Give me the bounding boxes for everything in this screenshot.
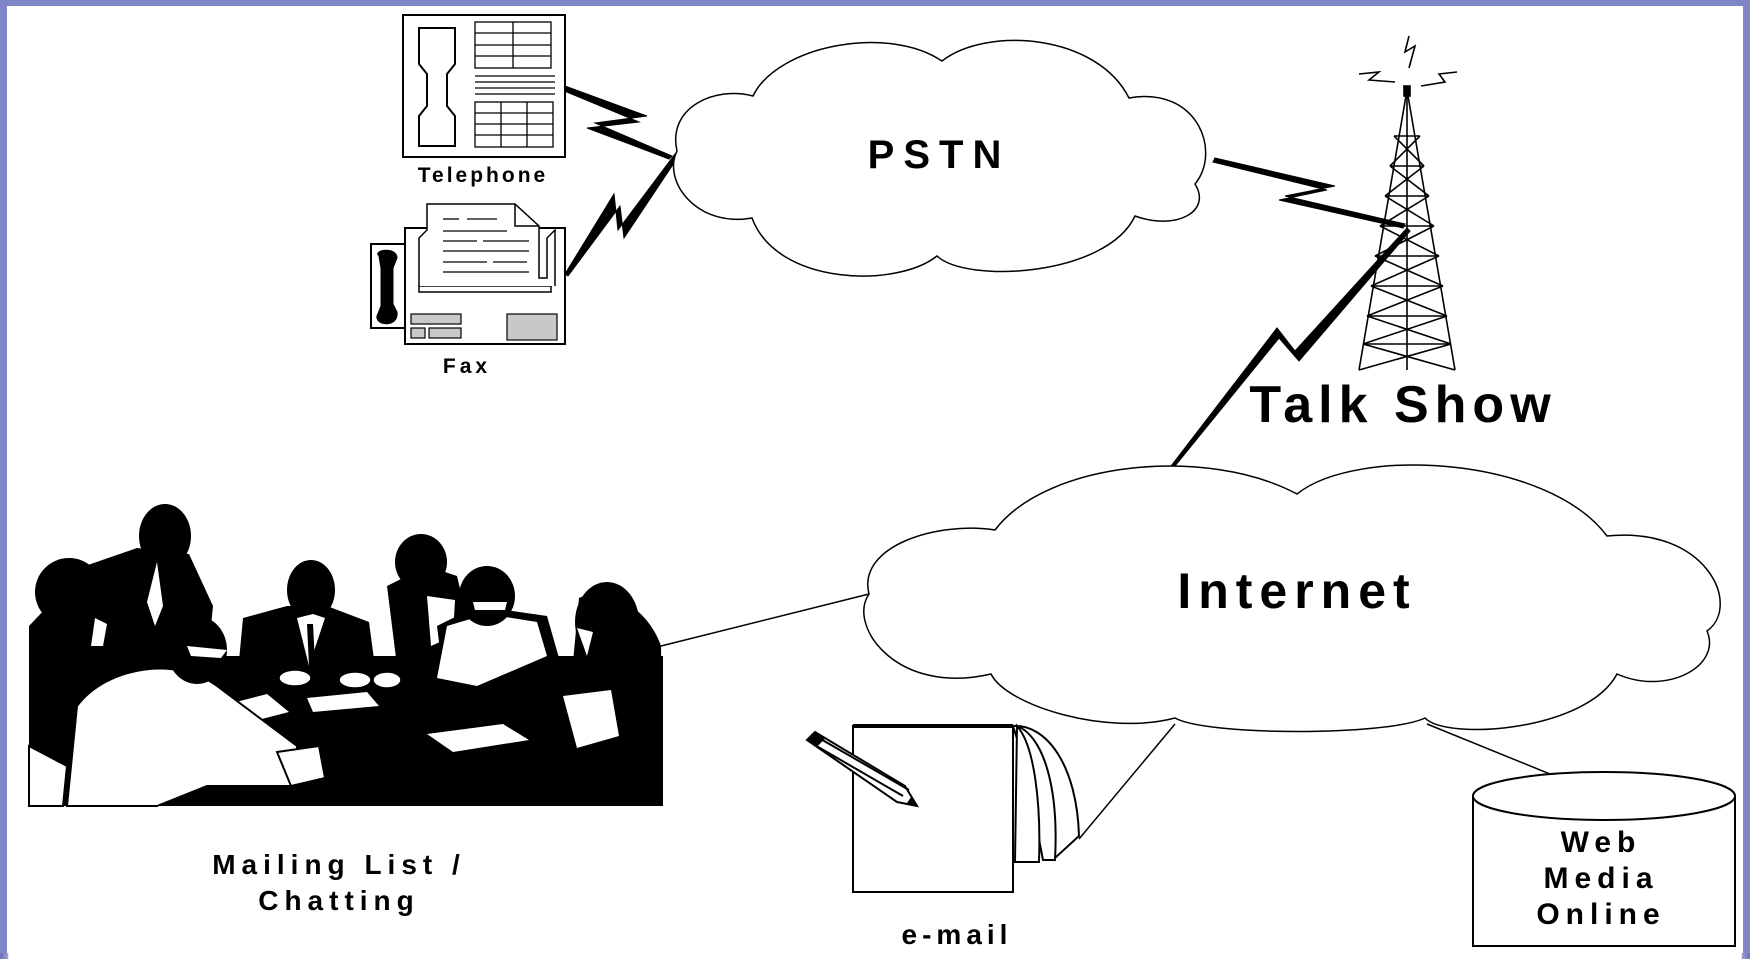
network-diagram: PSTN Internet Telephone [28,14,1736,950]
web-media-label-line2: Media [1543,862,1658,895]
mailing-list-label-line2: Chatting [258,885,420,916]
lightning-internet-tower [1169,227,1411,467]
database-cylinder-icon [1472,771,1736,947]
radio-tower-icon [1358,35,1458,371]
mailing-list-label-line1: Mailing List / [212,849,466,880]
internet-cloud: Internet [863,464,1721,733]
pstn-label: PSTN [868,133,1011,177]
link-internet-email [1078,723,1176,840]
pstn-cloud: PSTN [672,39,1207,277]
web-media-label-line3: Online [1536,898,1665,931]
notepad-pencil-icon [805,723,1081,893]
link-meeting-internet [648,593,870,650]
fax-icon [370,203,566,345]
lightning-fax-pstn [564,153,679,277]
email-label: e-mail [902,919,1013,950]
lightning-pstn-tower [1212,157,1406,229]
telephone-label: Telephone [418,164,548,187]
telephone-icon [402,14,566,158]
internet-label: Internet [1177,563,1416,619]
talk-show-label: Talk Show [1249,376,1556,434]
web-media-label-line1: Web [1561,826,1642,859]
meeting-people-icon [28,504,663,807]
fax-label: Fax [443,355,491,378]
lightning-telephone-pstn [561,85,673,160]
